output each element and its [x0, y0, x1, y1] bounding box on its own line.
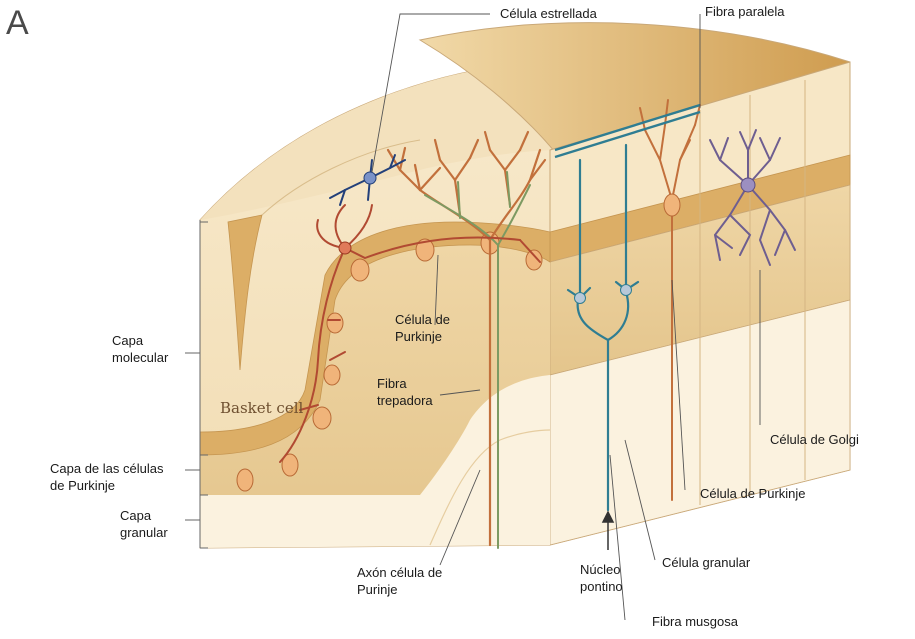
label-stellate-cell: Célula estrellada: [500, 6, 597, 22]
label-basket-cell: Basket cell: [220, 399, 303, 417]
label-purkinje-cell-2: Purkinje: [395, 329, 442, 345]
label-molecular-layer-1: Capa: [112, 333, 143, 349]
label-purkinje-cell-right: Célula de Purkinje: [700, 486, 806, 502]
label-purkinje-layer-2: de Purkinje: [50, 478, 115, 494]
label-climbing-fiber-2: trepadora: [377, 393, 433, 409]
label-golgi-cell: Célula de Golgi: [770, 432, 859, 448]
label-purkinje-axon-1: Axón célula de: [357, 565, 442, 581]
label-pontine-nucleus-2: pontino: [580, 579, 623, 595]
label-granule-cell: Célula granular: [662, 555, 750, 571]
label-granular-layer-2: granular: [120, 525, 168, 541]
label-granular-layer-1: Capa: [120, 508, 151, 524]
label-purkinje-layer-1: Capa de las células: [50, 461, 163, 477]
label-parallel-fiber: Fibra paralela: [705, 4, 785, 20]
label-purkinje-cell-1: Célula de: [395, 312, 450, 328]
label-mossy-fiber: Fibra musgosa: [652, 614, 738, 630]
label-purkinje-axon-2: Purinje: [357, 582, 397, 598]
label-climbing-fiber-1: Fibra: [377, 376, 407, 392]
label-pontine-nucleus-1: Núcleo: [580, 562, 620, 578]
label-molecular-layer-2: molecular: [112, 350, 168, 366]
